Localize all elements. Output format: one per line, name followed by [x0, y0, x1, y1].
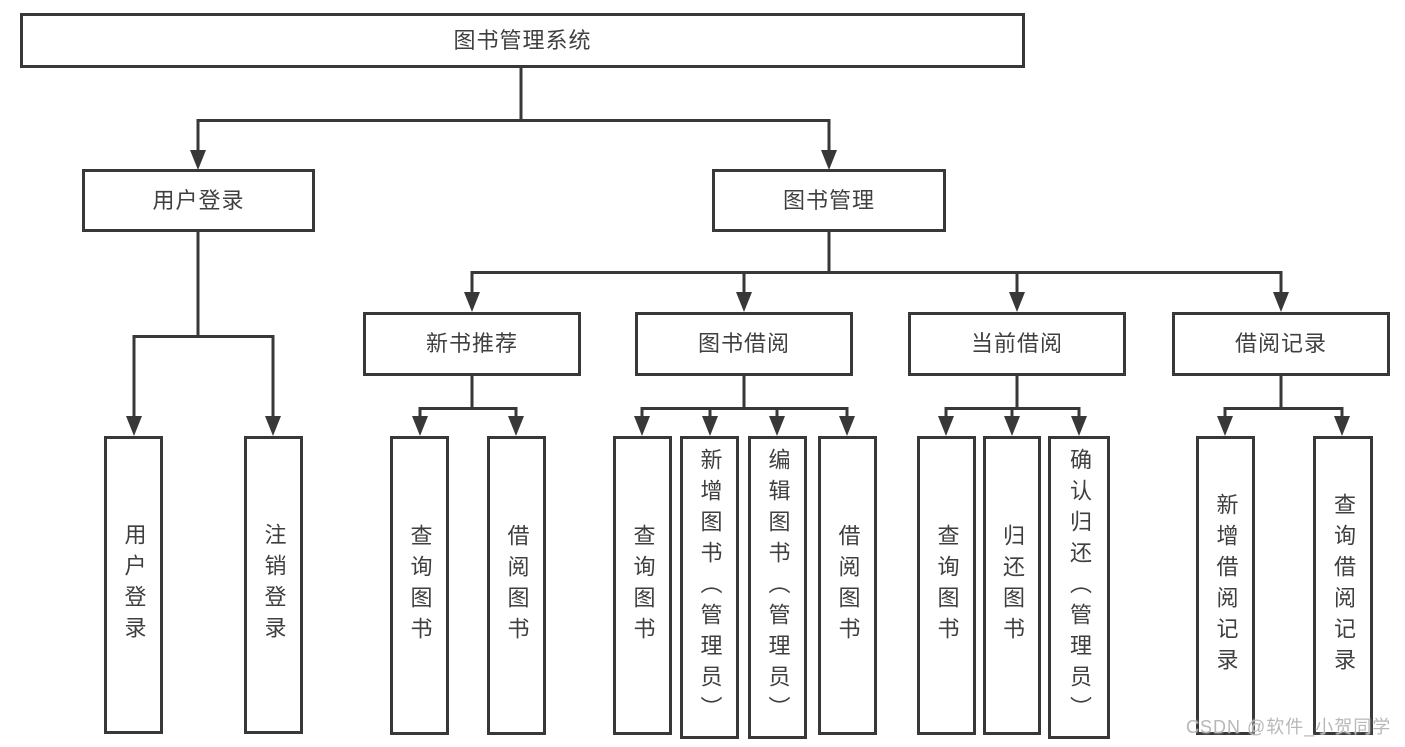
leaf-query-borrow-record: 查询借阅记录	[1313, 436, 1373, 735]
leaf-return-books: 归还图书	[983, 436, 1041, 735]
node-new-book-recommendation: 新书推荐	[363, 312, 581, 376]
connector-current-borrowing-to-children	[938, 376, 1087, 436]
leaf-query-books-borrow: 查询图书	[613, 436, 672, 735]
connector-user-login-to-children	[126, 232, 281, 436]
node-current-borrowing: 当前借阅	[908, 312, 1126, 376]
node-user-login: 用户登录	[82, 169, 315, 232]
connector-book-management-to-groups	[464, 232, 1289, 312]
node-book-borrowing: 图书借阅	[635, 312, 853, 376]
leaf-query-books-current: 查询图书	[917, 436, 976, 735]
node-book-management: 图书管理	[712, 169, 946, 232]
connector-root-to-level2	[190, 68, 837, 170]
node-library-management-system: 图书管理系统	[20, 13, 1025, 68]
leaf-user-login: 用户登录	[104, 436, 163, 734]
leaf-confirm-return-admin: 确认归还（管理员）	[1048, 436, 1110, 739]
leaf-edit-books-admin: 编辑图书（管理员）	[748, 436, 807, 739]
leaf-logout: 注销登录	[244, 436, 303, 734]
leaf-add-books-admin: 新增图书（管理员）	[680, 436, 739, 739]
connector-borrowing-records-to-children	[1217, 376, 1350, 436]
leaf-query-books-recommend: 查询图书	[390, 436, 449, 735]
node-borrowing-records: 借阅记录	[1172, 312, 1390, 376]
leaf-borrow-books: 借阅图书	[818, 436, 877, 735]
csdn-watermark: CSDN @软件_小贺同学	[1186, 717, 1392, 737]
leaf-add-borrow-record: 新增借阅记录	[1196, 436, 1255, 735]
connector-new-book-recommendation-to-children	[412, 376, 524, 436]
leaf-borrow-books-recommend: 借阅图书	[487, 436, 546, 735]
connector-book-borrowing-to-children	[634, 376, 855, 436]
